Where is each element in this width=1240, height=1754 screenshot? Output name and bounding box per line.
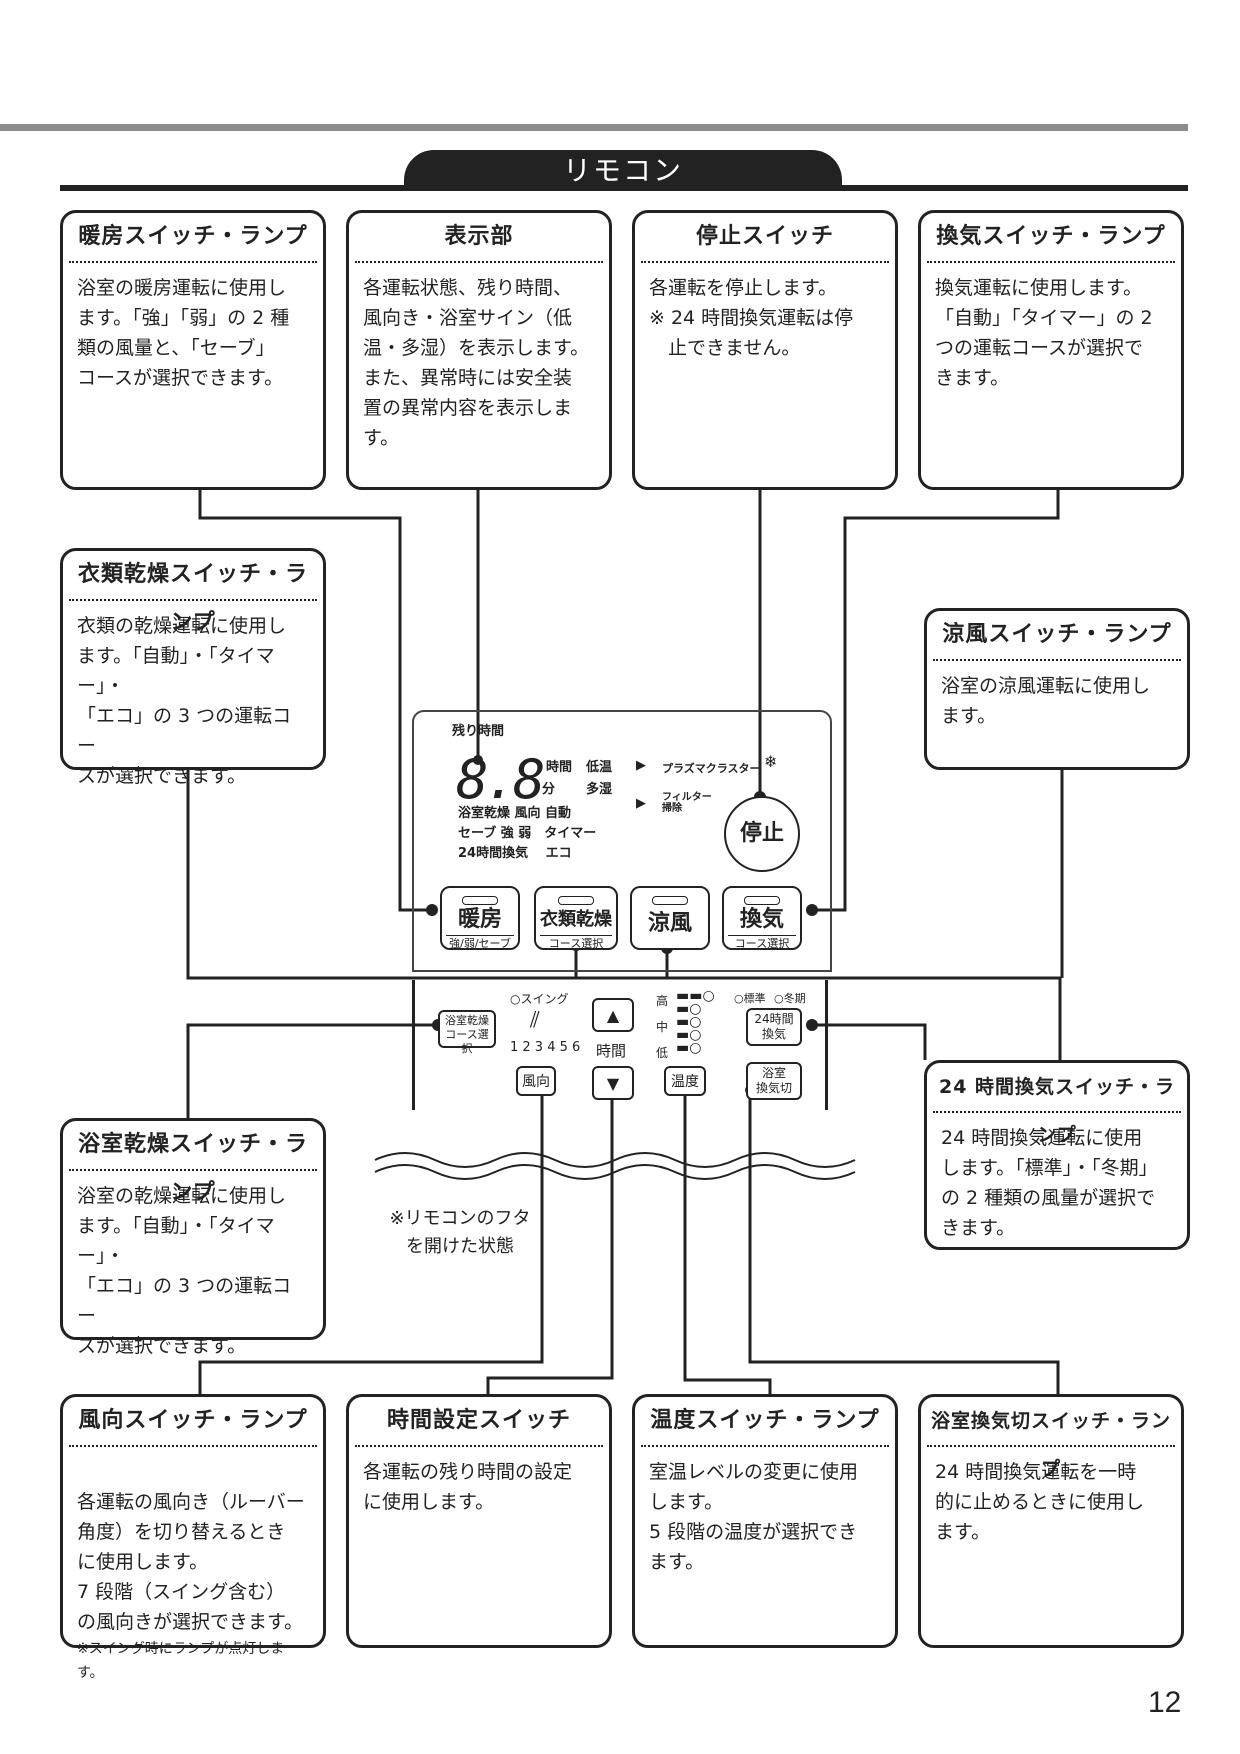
time-down-button[interactable]: ▼ [592, 1066, 634, 1100]
kankikiri-callout-title: 浴室換気切スイッチ・ランプ [927, 1397, 1175, 1480]
arrow-up-icon: ▲ [606, 1006, 620, 1025]
ryoufu-lamp [652, 896, 688, 905]
kankikiri-callout-body: 24 時間換気運転を一時 的に止めるときに使用し ます。 [935, 1461, 1145, 1543]
kanki-callout-title: 換気スイッチ・ランプ [927, 213, 1175, 263]
irui-button[interactable]: 衣類乾燥 コース選択 [534, 886, 618, 950]
remote-lower-panel [412, 980, 828, 1110]
ondo-callout-title: 温度スイッチ・ランプ [641, 1397, 889, 1447]
lcd-row5: 24時間換気 エコ [458, 846, 572, 861]
danbou-callout-title: 暖房スイッチ・ランプ [69, 213, 317, 263]
fukou-callout-body: 各運転の風向き（ルーバー 角度）を切り替えるとき に使用します。 7 段階（スイ… [77, 1491, 305, 1633]
fukou-button[interactable]: 風向 [516, 1066, 556, 1096]
irui-button-label: 衣類乾燥 [540, 909, 612, 930]
plasma-label: プラズマクラスター [662, 762, 761, 775]
danbou-callout: 暖房スイッチ・ランプ 浴室の暖房運転に使用し ます。「強」「弱」の 2 種 類の… [60, 210, 326, 490]
display-callout-title: 表示部 [355, 213, 603, 263]
ryoufu-button[interactable]: 涼風 [630, 886, 710, 950]
ryoufu-callout: 涼風スイッチ・ランプ 浴室の涼風運転に使用し ます。 [924, 608, 1190, 770]
lcd-row4: セーブ 強 弱 タイマー [458, 826, 597, 841]
kankikiri-callout: 浴室換気切スイッチ・ランプ 24 時間換気運転を一時 的に止めるときに使用し ま… [918, 1394, 1184, 1648]
louver-angles: 1 2 3 4 5 6 [510, 1040, 581, 1055]
ondo-button[interactable]: 温度 [664, 1066, 706, 1096]
fukou-callout-title: 風向スイッチ・ランプ [69, 1397, 317, 1447]
jikan-callout: 時間設定スイッチ 各運転の残り時間の設定 に使用します。 [346, 1394, 612, 1648]
ryoufu-callout-title: 涼風スイッチ・ランプ [933, 611, 1181, 661]
fukou-callout-content: 各運転の風向き（ルーバー 角度）を切り替えるとき に使用します。 7 段階（スイ… [63, 1447, 323, 1715]
irui-callout-title: 衣類乾燥スイッチ・ランプ [69, 551, 317, 635]
ryoufu-callout-body: 浴室の涼風運転に使用し ます。 [941, 675, 1151, 727]
danbou-button-label: 暖房 [457, 907, 502, 932]
lcd-humid: 多湿 [586, 782, 613, 797]
display-callout-body: 各運転状態、残り時間、 風向き・浴室サイン（低 温・多湿）を表示します。 また、… [363, 277, 590, 449]
jikan-callout-body: 各運転の残り時間の設定 に使用します。 [363, 1461, 573, 1513]
ondo-callout: 温度スイッチ・ランプ 室温レベルの変更に使用 します。 5 段階の温度が選択でき… [632, 1394, 898, 1648]
yokushitsu-kanki-kiri-button[interactable]: 浴室 換気切 [746, 1062, 802, 1100]
lcd-low-temp: 低温 [586, 760, 613, 775]
temp-level-bars: ▬▬○▬○▬○▬○▬○ [676, 988, 715, 1056]
kanki24-callout: 24 時間換気スイッチ・ランプ 24 時間換気運転に使用 します。「標準」・「冬… [924, 1060, 1190, 1250]
irui-callout-body: 衣類の乾燥運転に使用し ます。「自動」・「タイマー」・ 「エコ」の 3 つの運転… [77, 615, 292, 787]
temp-high-label: 高 [656, 994, 669, 1008]
ryoufu-button-label: 涼風 [647, 911, 692, 936]
kanki-button-sub: コース選択 [728, 935, 796, 952]
temp-mid-label: 中 [656, 1020, 669, 1034]
hyoujun-label: ○標準 [734, 992, 766, 1005]
yokushitsu-kansou-callout: 浴室乾燥スイッチ・ランプ 浴室の乾燥運転に使用し ます。「自動」・「タイマー」・… [60, 1118, 326, 1357]
kanki-button-label: 換気 [739, 907, 784, 932]
display-callout: 表示部 各運転状態、残り時間、 風向き・浴室サイン（低 温・多湿）を表示します。… [346, 210, 612, 490]
kanki-callout-body: 換気運転に使用します。 「自動」「タイマー」の 2 つの運転コースが選択で きま… [935, 277, 1153, 389]
yokushitsu-kansou-callout-title: 浴室乾燥スイッチ・ランプ [69, 1121, 317, 1205]
lid-open-note: ※リモコンのフタ を開けた状態 [389, 1208, 531, 1257]
danbou-callout-body: 浴室の暖房運転に使用し ます。「強」「弱」の 2 種 類の風量と、「セーブ」 コ… [77, 277, 290, 389]
kanki-lamp [744, 896, 780, 905]
lcd-arrow-icon: ▶ [636, 758, 646, 773]
stop-callout: 停止スイッチ 各運転を停止します。 ※ 24 時間換気運転は停 止できません。 [632, 210, 898, 490]
time-label: 時間 [596, 1042, 627, 1060]
remote-panel [412, 710, 832, 972]
lcd-minute: 分 [542, 782, 556, 797]
stop-callout-body: 各運転を停止します。 ※ 24 時間換気運転は停 止できません。 [649, 277, 854, 359]
kanki24-button[interactable]: 24時間 換気 [746, 1008, 802, 1046]
irui-lamp [558, 896, 594, 905]
time-up-button[interactable]: ▲ [592, 998, 634, 1032]
arrow-down-icon: ▼ [606, 1074, 620, 1093]
irui-callout: 衣類乾燥スイッチ・ランプ 衣類の乾燥運転に使用し ます。「自動」・「タイマー」・… [60, 548, 326, 787]
kanki24-callout-title: 24 時間換気スイッチ・ランプ [933, 1063, 1181, 1146]
stop-button[interactable]: 停止 [724, 796, 800, 872]
lcd-hour: 時間 [546, 760, 573, 775]
section-rule [60, 185, 1188, 191]
filter-label: フィルター 掃除 [662, 792, 712, 814]
yokushitsu-kansou-button[interactable]: 浴室乾燥 コース選択 [438, 1010, 496, 1055]
danbou-button-sub: 強/弱/セーブ [446, 935, 514, 952]
danbou-lamp [462, 896, 498, 905]
louver-icon: ⫽ [530, 1008, 540, 1033]
swing-label: ○スイング [510, 992, 569, 1006]
lcd-row3: 浴室乾燥 風向 自動 [458, 806, 572, 821]
lcd-digits: 8.8 [456, 748, 546, 811]
lcd-remain-label: 残り時間 [452, 724, 505, 739]
stop-callout-title: 停止スイッチ [641, 213, 889, 263]
fukou-callout: 風向スイッチ・ランプ 各運転の風向き（ルーバー 角度）を切り替えるとき に使用し… [60, 1394, 326, 1681]
page-number: 12 [1148, 1686, 1182, 1719]
lcd-arrow-icon: ▶ [636, 796, 646, 811]
temp-low-label: 低 [656, 1046, 669, 1060]
irui-button-sub: コース選択 [540, 935, 612, 952]
kanki24-callout-body: 24 時間換気運転に使用 します。「標準」・「冬期」 の 2 種類の風量が選択で… [941, 1127, 1158, 1239]
grape-icon: ❄ [764, 752, 778, 771]
fukou-callout-note: ※スイング時にランプが点灯します。 [77, 1641, 285, 1681]
ondo-callout-body: 室温レベルの変更に使用 します。 5 段階の温度が選択でき ます。 [649, 1461, 859, 1573]
section-tab: リモコン [404, 150, 842, 190]
touki-label: ○冬期 [774, 992, 806, 1005]
top-rule [0, 124, 1188, 131]
kanki-callout: 換気スイッチ・ランプ 換気運転に使用します。 「自動」「タイマー」の 2 つの運… [918, 210, 1184, 490]
kanki-button[interactable]: 換気 コース選択 [722, 886, 802, 950]
danbou-button[interactable]: 暖房 強/弱/セーブ [440, 886, 520, 950]
yokushitsu-kansou-callout-body: 浴室の乾燥運転に使用し ます。「自動」・「タイマー」・ 「エコ」の 3 つの運転… [77, 1185, 292, 1357]
jikan-callout-title: 時間設定スイッチ [355, 1397, 603, 1447]
